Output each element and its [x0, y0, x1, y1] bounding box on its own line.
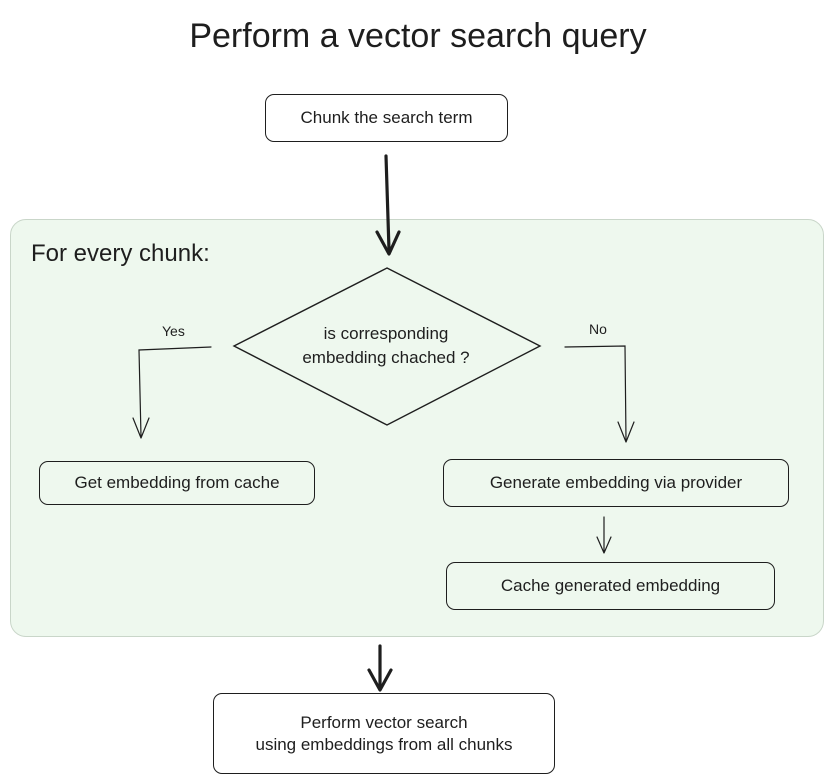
get-embedding-from-cache-node: Get embedding from cache — [39, 461, 315, 505]
arrowhead-no — [617, 421, 635, 443]
chunk-search-term-text: Chunk the search term — [300, 108, 473, 127]
perform-vector-search-line2: using embeddings from all chunks — [255, 734, 513, 754]
perform-vector-search-node: Perform vector search using embeddings f… — [213, 693, 555, 774]
cache-generated-embedding-node: Cache generated embedding — [446, 562, 775, 610]
diagram-title: Perform a vector search query — [189, 17, 647, 55]
loop-label: For every chunk: — [31, 240, 210, 267]
decision-text: is corresponding embedding chached ? — [276, 322, 496, 370]
no-label: No — [589, 321, 607, 337]
arrowhead-region-to-search — [367, 668, 393, 692]
arrowhead-generate-to-cache — [596, 536, 612, 554]
arrow-no-branch — [564, 345, 627, 441]
perform-vector-search-line1: Perform vector search — [300, 712, 468, 732]
arrowhead-chunk-to-decision — [375, 230, 401, 256]
cache-generated-embedding-text: Cache generated embedding — [500, 576, 721, 595]
arrow-chunk-to-decision — [384, 154, 391, 252]
chunk-search-term-node: Chunk the search term — [265, 94, 508, 142]
generate-embedding-node: Generate embedding via provider — [443, 459, 789, 507]
arrowhead-yes — [132, 417, 150, 439]
decision-diamond — [232, 267, 542, 426]
decision-text-line1: is corresponding — [323, 324, 449, 343]
generate-embedding-text: Generate embedding via provider — [489, 473, 743, 492]
perform-vector-search-text: Perform vector search using embeddings f… — [255, 712, 512, 756]
arrow-yes-branch — [138, 346, 212, 437]
yes-label: Yes — [162, 323, 185, 339]
get-embedding-from-cache-text: Get embedding from cache — [74, 473, 280, 492]
decision-text-line2: embedding chached ? — [302, 348, 470, 367]
